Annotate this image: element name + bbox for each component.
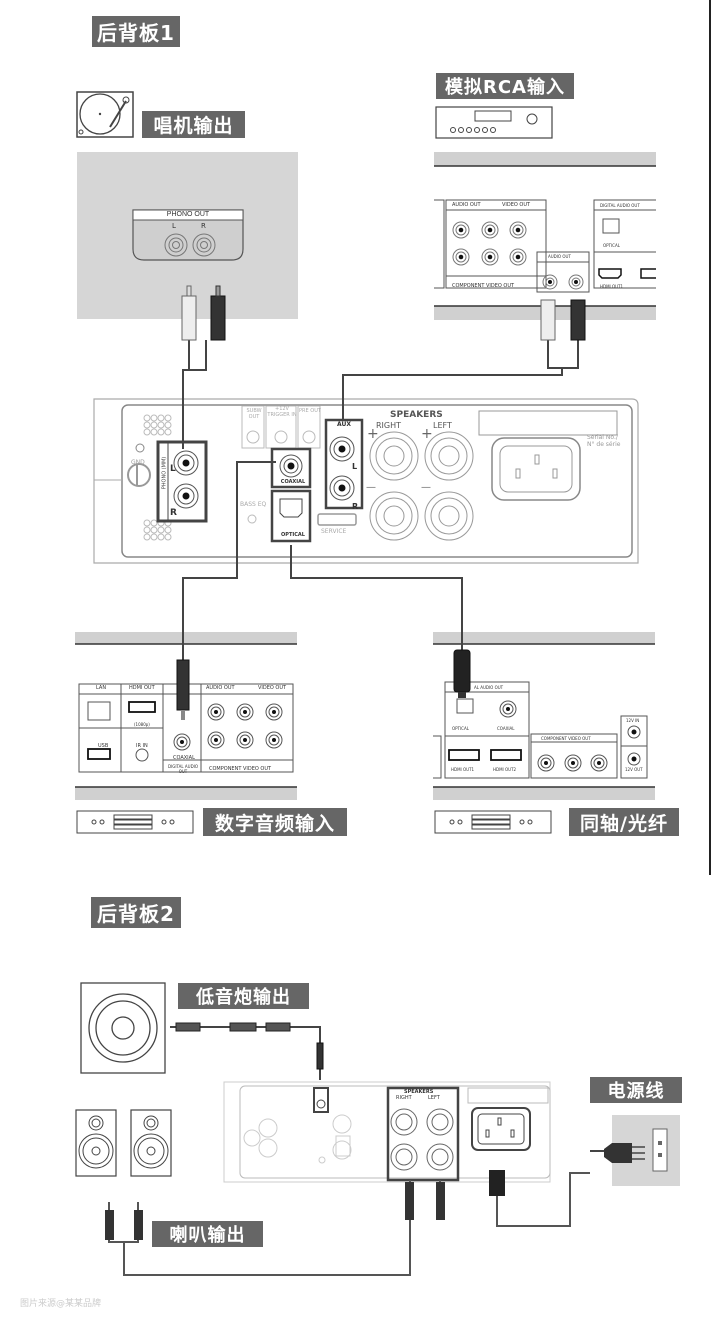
amp-phono-r: R — [170, 508, 177, 518]
bluray-ir-in: IR IN — [136, 743, 148, 749]
media-coaxial: COAXIAL — [497, 726, 515, 731]
amp-aux-r: R — [352, 502, 359, 511]
cables-panel2 — [105, 1170, 590, 1276]
phono-l-label: L — [172, 222, 176, 230]
amp-serial-fr-label: N° de série — [587, 441, 621, 448]
bluray-usb: USB — [98, 743, 109, 749]
bluray-hdmi-out: HDMI OUT — [129, 685, 155, 691]
bluray-lan: LAN — [96, 685, 107, 691]
phono-out-header: PHONO OUT — [166, 211, 210, 218]
media-12v-out: 12V OUT — [625, 767, 643, 772]
coax-plug — [176, 659, 190, 720]
amp-bass-eq-label: BASS EQ — [240, 501, 267, 508]
right-edge-line — [709, 0, 711, 875]
amp-optical-label: OPTICAL — [281, 532, 305, 538]
amp-subw-out: SUBW OUT — [246, 408, 262, 420]
amp-phono-l: L — [170, 464, 176, 474]
phono-out-block — [132, 209, 244, 261]
amp-right-plus: + — [367, 426, 379, 442]
label-analog-rca-input: 模拟RCA输入 — [436, 73, 574, 99]
amp-right-label: RIGHT — [376, 421, 402, 430]
amp-left-minus: — — [421, 482, 431, 493]
rca-plug-black-2 — [570, 299, 586, 341]
rca-source-device-icon — [435, 106, 553, 139]
player-device-icon-left — [76, 810, 194, 834]
label-power-cord: 电源线 — [590, 1077, 682, 1103]
media-component-video-out: COMPONENT VIDEO OUT — [541, 736, 591, 741]
cd-hdmi-out1-label: HDMI OUT1 — [600, 284, 624, 289]
bluray-coaxial: COAXIAL — [173, 755, 195, 761]
media-hdmi-out1: HDMI OUT1 — [451, 767, 475, 772]
amp-left-label: LEFT — [433, 421, 452, 430]
bluray-video-out: VIDEO OUT — [258, 685, 287, 691]
amp-trigger-in: +12V TRIGGER IN — [267, 406, 297, 418]
amp2-right-label: RIGHT — [396, 1095, 412, 1101]
turntable-icon — [76, 91, 134, 138]
subwoofer-icon — [80, 982, 166, 1074]
player-device-icon-right — [434, 810, 552, 834]
amp-right-minus: — — [366, 482, 376, 493]
cables-panel1 — [176, 285, 586, 720]
label-digital-audio-input: 数字音频输入 — [203, 808, 347, 836]
amp-gnd-label: GND — [131, 459, 145, 466]
amplifier-back-panel-2 — [223, 1081, 551, 1183]
media-optical: OPTICAL — [452, 726, 469, 731]
bluray-audio-out: AUDIO OUT — [206, 685, 235, 691]
cd-audio-out-small: AUDIO OUT — [548, 254, 571, 259]
cd-optical-label: OPTICAL — [603, 243, 620, 248]
amp-speakers-label: SPEAKERS — [390, 410, 443, 420]
source-player-back-panel — [434, 152, 656, 320]
media-12v-in: 12V IN — [626, 718, 640, 723]
amplifier-back-panel — [93, 398, 639, 564]
rca-plug-white — [181, 285, 197, 341]
rca-plug-black — [210, 285, 226, 341]
bluray-component-video-out: COMPONENT VIDEO OUT — [209, 766, 272, 772]
amp-coaxial-label: COAXIAL — [280, 479, 306, 485]
panel1-title: 后背板1 — [92, 16, 180, 47]
speakers-icon — [75, 1109, 172, 1177]
watermark: 图片来源@某某品牌 — [20, 1299, 102, 1309]
cd-component-video-out: COMPONENT VIDEO OUT — [452, 283, 515, 289]
amp-aux-label: AUX — [337, 421, 351, 428]
cd-audio-out-header: AUDIO OUT — [452, 202, 481, 208]
panel2-title: 后背板2 — [91, 897, 181, 928]
optical-plug — [453, 649, 471, 698]
amp-pre-out: PRE OUT — [299, 408, 321, 414]
label-subwoofer-output: 低音炮输出 — [178, 983, 309, 1009]
cd-video-out-header: VIDEO OUT — [502, 202, 531, 208]
amp2-left-label: LEFT — [428, 1095, 440, 1101]
label-coax-optical: 同轴/光纤 — [569, 808, 679, 836]
amp2-speakers-label: SPEAKERS — [404, 1089, 434, 1095]
power-outlet-icon — [590, 1115, 680, 1186]
label-phono-output: 唱机输出 — [142, 111, 245, 138]
media-digital-audio-out: AL AUDIO OUT — [474, 685, 504, 690]
bluray-digital-audio-out: DIGITAL AUDIO OUT — [168, 764, 198, 774]
subwoofer-cable — [170, 1022, 324, 1080]
cd-digital-audio-out: DIGITAL AUDIO OUT — [600, 203, 640, 208]
bluray-hdmi-res: (1080p) — [134, 722, 150, 727]
amp-service-label: SERVICE — [321, 528, 347, 535]
media-hdmi-out2: HDMI OUT2 — [493, 767, 517, 772]
phono-r-label: R — [201, 222, 206, 230]
amp-aux-l: L — [352, 462, 358, 471]
rca-plug-white-2 — [540, 299, 556, 341]
bluray-back-panel — [75, 632, 297, 800]
label-speaker-output: 喇叭输出 — [152, 1221, 263, 1247]
amp-left-plus: + — [421, 426, 433, 442]
amp-serial-label: Serial No./ — [587, 434, 618, 441]
